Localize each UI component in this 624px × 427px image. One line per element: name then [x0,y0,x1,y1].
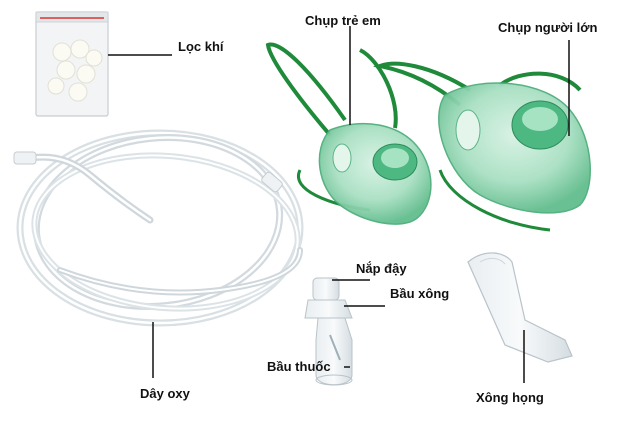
filter-bag-image [35,11,109,117]
label-child-mask: Chụp trẻ em [305,13,381,28]
label-nebulizer-bowl: Bầu xông [390,286,450,301]
label-cap: Nắp đậy [356,261,407,276]
oxygen-tube-image [13,129,304,327]
label-mouthpiece: Xông họng [476,390,544,405]
label-adult-mask: Chụp người lớn [498,20,598,35]
child-mask-image [265,42,432,225]
nebulizer-cup-image [304,277,353,386]
label-oxygen-tube: Dây oxy [140,386,190,401]
label-medicine-cup: Bầu thuốc [267,359,331,374]
adult-mask-image [372,61,591,232]
mouthpiece-image [467,252,573,363]
label-filter: Lọc khí [178,39,224,54]
